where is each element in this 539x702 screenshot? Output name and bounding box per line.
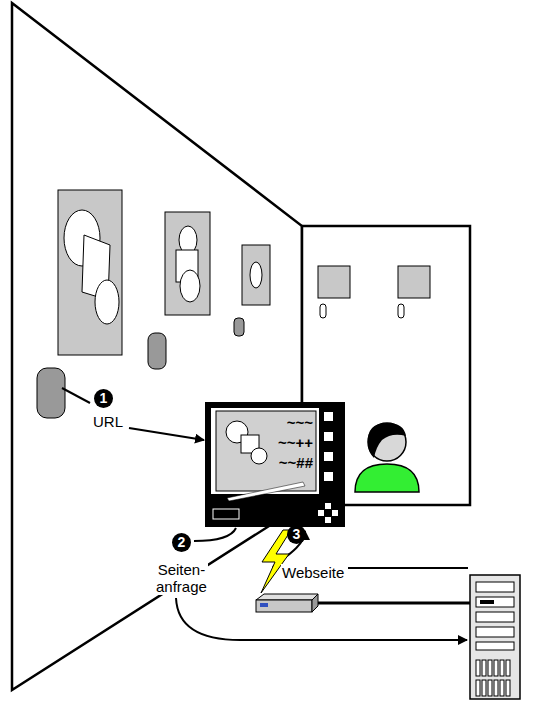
- request-line: [194, 528, 236, 541]
- info-tag: [398, 304, 404, 318]
- network-cable: [318, 602, 470, 605]
- picture: [398, 266, 430, 298]
- pda-device: ~~~ ~~++ ~~##: [205, 402, 345, 527]
- picture: [165, 212, 210, 315]
- leader-line: [62, 388, 90, 403]
- picture: [58, 190, 122, 355]
- signal-label: Seiten- anfrage: [155, 561, 208, 595]
- wireless-bolt: [261, 530, 291, 593]
- signal-label: URL: [92, 413, 124, 430]
- callout-number: 3: [287, 525, 306, 544]
- info-tag: [37, 368, 65, 418]
- screen-text: ~~++: [278, 434, 313, 451]
- screen-text: ~~##: [279, 454, 313, 471]
- screen-text: ~~~: [287, 414, 313, 431]
- info-tag: [320, 304, 326, 318]
- signal-label: Webseite: [281, 564, 345, 581]
- side-wall: [12, 3, 302, 690]
- callout-number: 2: [172, 533, 191, 552]
- picture: [242, 245, 270, 305]
- url-arrow: [129, 428, 204, 440]
- info-tag: [234, 318, 244, 336]
- visitor-figure: [355, 423, 419, 492]
- device-artwork: [205, 402, 345, 527]
- response-line: [348, 567, 468, 569]
- web-server: [470, 575, 520, 699]
- access-point: [256, 594, 318, 612]
- callout-number: 1: [94, 389, 113, 408]
- picture: [318, 266, 350, 298]
- info-tag: [148, 333, 166, 369]
